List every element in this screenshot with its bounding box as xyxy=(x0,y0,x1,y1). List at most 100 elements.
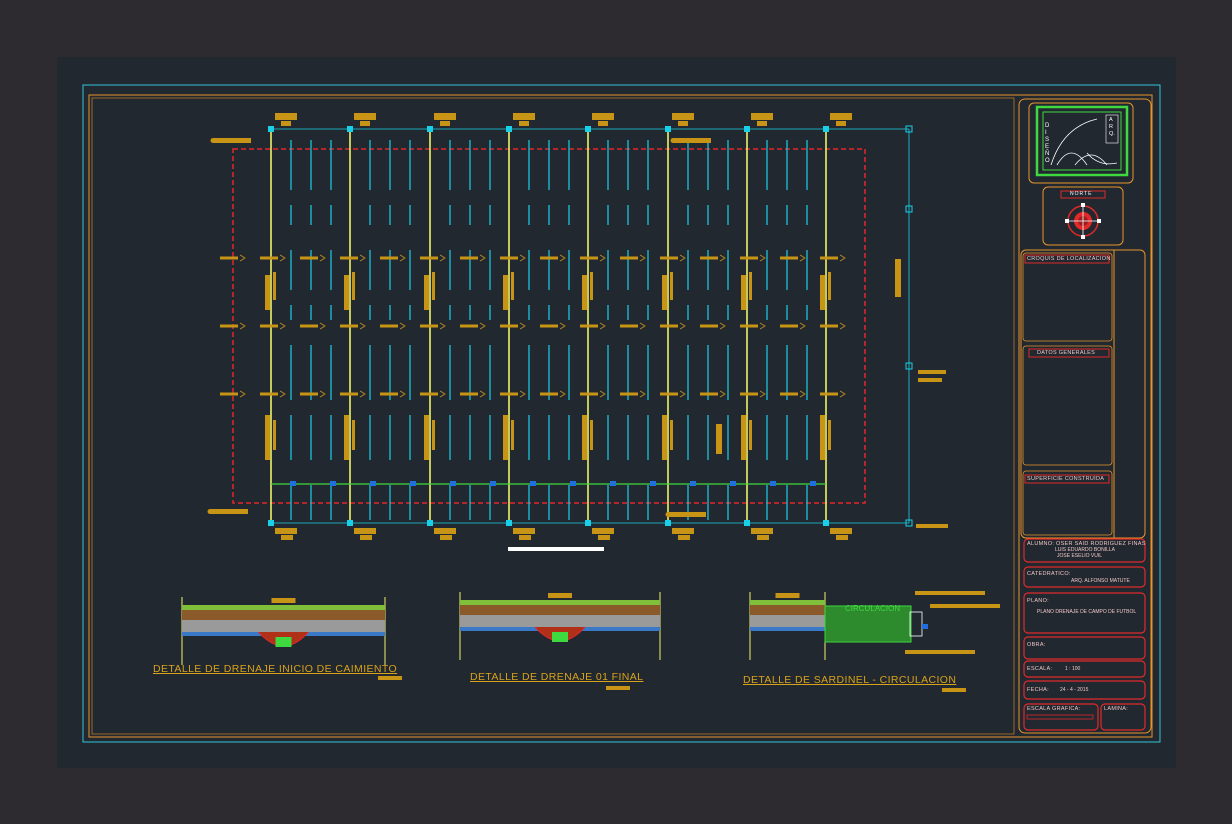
column-tag xyxy=(513,528,535,534)
column-tag xyxy=(598,535,610,540)
logo-letter: S xyxy=(1045,137,1050,143)
section-label xyxy=(775,593,800,598)
logo-letter: Ñ xyxy=(1045,151,1050,157)
flow-arrow-head xyxy=(559,390,566,398)
escala-grafica-label: ESCALA GRAFICA: xyxy=(1027,706,1081,712)
flow-arrow-head xyxy=(599,254,606,262)
column-tag xyxy=(678,121,688,126)
column-tag xyxy=(592,528,614,534)
column-tag xyxy=(757,121,767,126)
flow-arrow-head xyxy=(839,390,846,398)
corner-marker xyxy=(668,512,706,517)
column-detail xyxy=(503,415,508,460)
inlet xyxy=(290,481,296,486)
column-detail xyxy=(424,275,429,310)
flow-arrow xyxy=(540,392,558,396)
detail-2-section xyxy=(459,592,661,660)
flow-arrow-head xyxy=(239,254,246,262)
inlet xyxy=(410,481,416,486)
inlet xyxy=(570,481,576,486)
scale-tag xyxy=(942,688,966,692)
flow-arrow-head xyxy=(639,254,646,262)
column-tag xyxy=(836,121,846,126)
flow-arrow-head xyxy=(439,322,446,330)
column-detail xyxy=(265,275,270,310)
column-detail xyxy=(670,272,673,300)
corner-marker xyxy=(210,509,248,514)
inlet xyxy=(530,481,536,486)
flow-arrow xyxy=(580,392,598,396)
column-node xyxy=(268,126,274,132)
corner-marker-dot xyxy=(665,512,671,517)
column-tag xyxy=(672,113,694,120)
column-node xyxy=(744,520,750,526)
flow-arrow-head xyxy=(719,322,726,330)
column-detail xyxy=(432,272,435,300)
grass-layer xyxy=(182,605,385,610)
scale-tag xyxy=(378,676,402,680)
column-node xyxy=(823,520,829,526)
detail-1-section xyxy=(181,597,386,665)
fecha-value: 24 - 4 - 2015 xyxy=(1060,687,1089,693)
flow-arrow-head xyxy=(359,322,366,330)
detail-3-tag: CIRCULACION xyxy=(845,604,901,613)
column-tag xyxy=(836,535,848,540)
column-detail xyxy=(590,420,593,450)
inlet xyxy=(810,481,816,486)
corner-marker-dot xyxy=(210,138,216,143)
flow-arrow xyxy=(580,324,598,328)
inlet xyxy=(610,481,616,486)
flow-arrow-head xyxy=(759,390,766,398)
flow-arrow xyxy=(540,256,558,260)
column-tag xyxy=(275,113,297,120)
column-tag xyxy=(830,113,852,120)
flow-arrow xyxy=(700,324,718,328)
gravel-layer xyxy=(182,620,385,632)
logo-letter: Q. xyxy=(1109,131,1115,137)
flow-arrow xyxy=(740,256,758,260)
flow-arrow xyxy=(340,256,358,260)
flow-arrow xyxy=(300,392,318,396)
flow-arrow-head xyxy=(279,254,286,262)
flow-arrow xyxy=(220,392,238,396)
column-node xyxy=(268,520,274,526)
flow-arrow xyxy=(380,324,398,328)
column-node xyxy=(506,520,512,526)
column-node xyxy=(347,520,353,526)
plano-value: PLANO DRENAJE DE CAMPO DE FUTBOL xyxy=(1037,609,1137,615)
column-node xyxy=(665,126,671,132)
flow-arrow xyxy=(740,324,758,328)
flow-arrow-head xyxy=(239,390,246,398)
datos-generales-label: DATOS GENERALES xyxy=(1037,350,1096,356)
callout-tag xyxy=(930,604,1000,608)
flow-arrow-head xyxy=(399,254,406,262)
column-tag xyxy=(354,528,376,534)
flow-arrow xyxy=(420,324,438,328)
column-detail xyxy=(662,275,667,310)
logo-letter: A xyxy=(1109,117,1113,123)
column-detail xyxy=(828,420,831,450)
flow-arrow xyxy=(740,392,758,396)
side-tag xyxy=(716,424,722,454)
escala-label: ESCALA: xyxy=(1027,666,1053,672)
flow-arrow xyxy=(340,324,358,328)
flow-arrow xyxy=(660,392,678,396)
flow-arrow xyxy=(780,256,798,260)
pipe xyxy=(552,632,568,642)
column-detail xyxy=(670,420,673,450)
flow-arrow xyxy=(500,324,518,328)
column-detail xyxy=(503,275,508,310)
inlet xyxy=(330,481,336,486)
outer-frame-cyan xyxy=(82,84,1161,743)
obra-label: OBRA: xyxy=(1027,642,1046,648)
detail-3-section xyxy=(749,592,826,660)
logo-letters-right: A R Q. xyxy=(1109,117,1115,138)
superficie-label: SUPERFICIE CONSTRUIDA xyxy=(1027,476,1105,482)
flow-arrow xyxy=(820,256,838,260)
scale-tag xyxy=(606,686,630,690)
flow-arrow-head xyxy=(359,254,366,262)
logo-letter: D xyxy=(1045,123,1050,129)
column-tag xyxy=(360,535,372,540)
flow-arrow xyxy=(500,392,518,396)
escala-value: 1 : 100 xyxy=(1065,666,1081,672)
